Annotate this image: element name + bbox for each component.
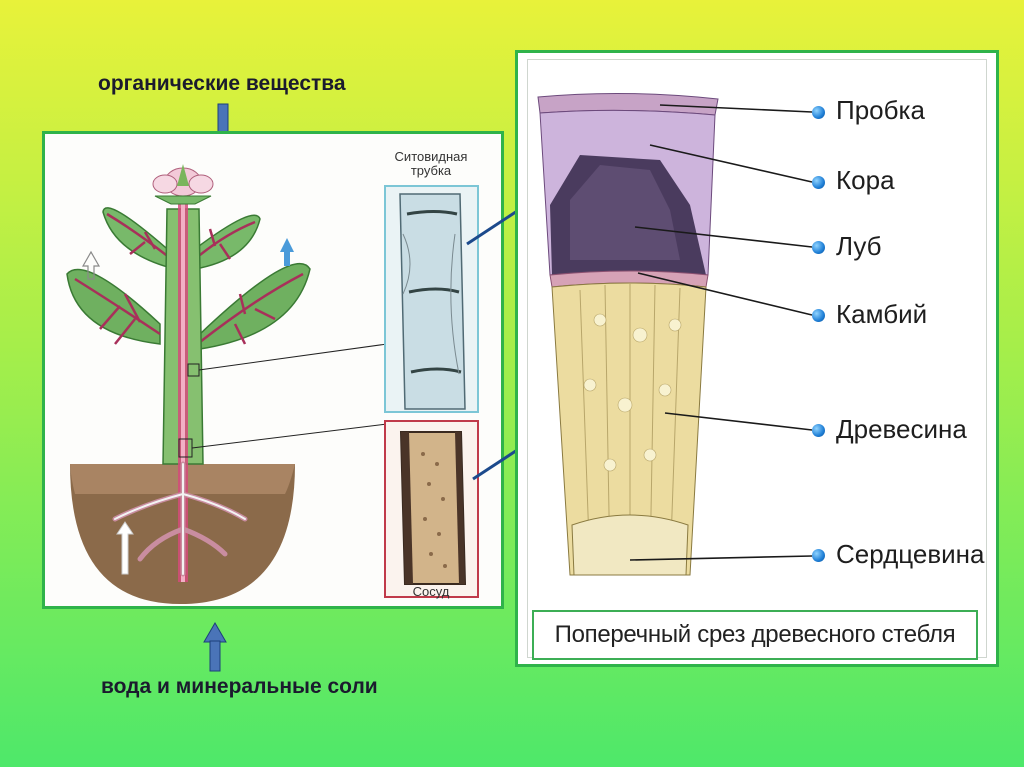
- label-wood: Древесина: [836, 414, 967, 444]
- bullet-icon: [812, 309, 825, 322]
- stem-cross-section-illustration: [537, 92, 813, 576]
- sieve-tube-label: Ситовидная трубка: [383, 150, 479, 178]
- label-cortex: Кора: [836, 165, 895, 195]
- sieve-tube-label-line2: трубка: [410, 163, 452, 178]
- caption-organic-substances: органические вещества: [98, 72, 346, 95]
- caption-water-minerals: вода и минеральные соли: [101, 675, 378, 698]
- vessel-label: Сосуд: [412, 584, 450, 599]
- label-pith: Сердцевина: [836, 539, 985, 569]
- plant-illustration: [66, 164, 567, 604]
- bullet-icon: [812, 241, 825, 254]
- bullet-icon: [812, 424, 825, 437]
- arrow-up-icon: [203, 622, 227, 672]
- cross-section-title: Поперечный срез древесного стебля: [532, 610, 978, 660]
- label-cambium: Камбий: [836, 299, 928, 329]
- bullet-icon: [812, 106, 825, 119]
- bullet-icon: [812, 176, 825, 189]
- label-cork: Пробка: [836, 95, 925, 125]
- sieve-tube-label-line1: Ситовидная: [394, 149, 468, 164]
- bullet-icon: [812, 549, 825, 562]
- label-phloem: Луб: [836, 231, 882, 261]
